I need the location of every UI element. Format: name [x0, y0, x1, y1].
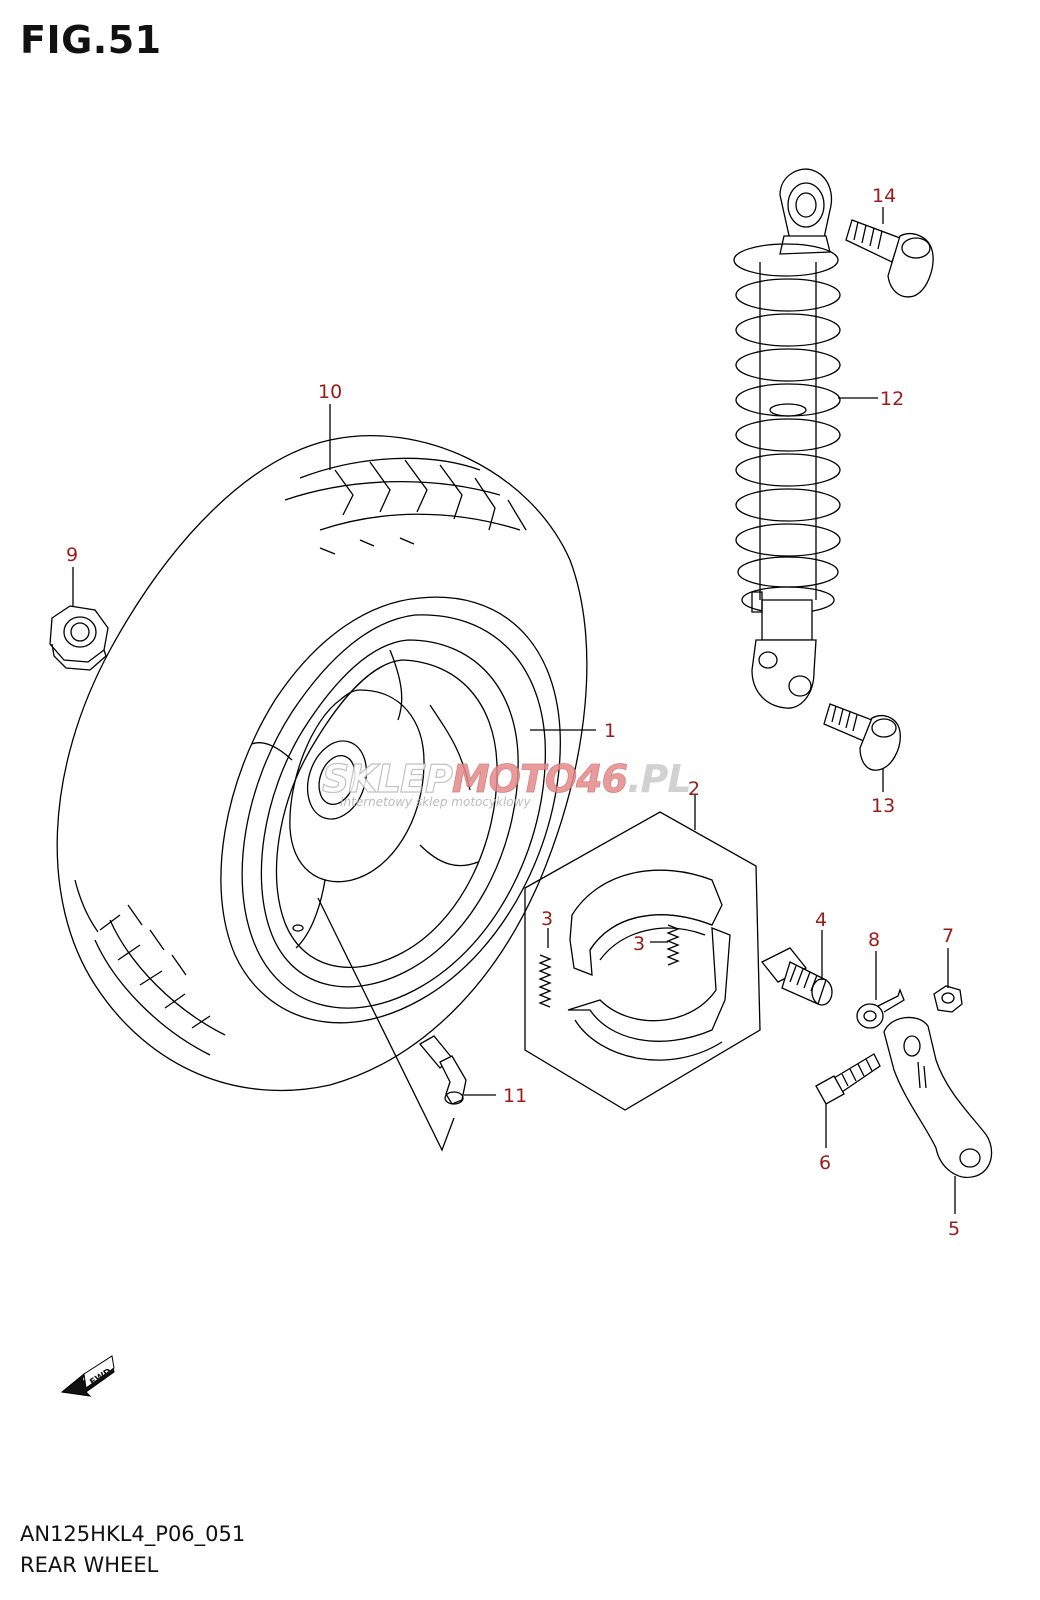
- hub-bore-outer: [306, 740, 368, 820]
- callout-11: 11: [503, 1085, 527, 1107]
- rear-shock-absorber: [733, 168, 878, 709]
- watermark-tagline: Internetowy sklep motocyklowy: [340, 795, 531, 809]
- callout-13: 13: [871, 795, 895, 817]
- hub-bore-inner: [318, 755, 356, 805]
- watermark-brand: SKLEPMOTO46.PL: [322, 757, 691, 801]
- brake-shoe-set: [524, 795, 761, 1111]
- leader-valve: [317, 897, 455, 1152]
- rim-lip: [241, 614, 546, 1009]
- callout-8: 8: [868, 929, 880, 951]
- callout-3b: 3: [633, 933, 645, 955]
- spoke: [419, 844, 479, 867]
- tire-tread-bottom: [74, 879, 226, 1056]
- callout-4: 4: [815, 909, 827, 931]
- spoke: [389, 649, 403, 721]
- cam-lever-nut: [933, 948, 963, 1013]
- axle-nut: [49, 567, 109, 671]
- callout-1: 1: [604, 720, 616, 742]
- parts-kit-outline: [524, 811, 761, 1111]
- spring-3a: [538, 954, 552, 1008]
- tire-outline: [56, 435, 588, 1092]
- callout-9: 9: [66, 544, 78, 566]
- tire-inner-edge: [220, 596, 561, 1024]
- wheel-hub-face: [289, 689, 425, 883]
- valve-hole: [292, 924, 304, 932]
- brake-cam-lever: [883, 1016, 993, 1214]
- callout-3a: 3: [541, 908, 553, 930]
- forward-direction-arrow: FWD: [60, 1355, 115, 1397]
- callout-7: 7: [942, 925, 954, 947]
- spoke: [295, 879, 326, 949]
- shop-watermark: SKLEPMOTO46.PL Internetowy sklep motocyk…: [321, 756, 691, 809]
- lower-shock-bolt: [823, 703, 901, 792]
- figure-name: REAR WHEEL: [20, 1553, 159, 1577]
- spring-3b: [666, 924, 680, 966]
- spring-coils: [733, 243, 841, 614]
- brake-cam-shaft: [760, 930, 833, 1006]
- figure-code: AN125HKL4_P06_051: [20, 1522, 246, 1546]
- wear-indicator-plate: [856, 951, 905, 1029]
- spoke: [429, 704, 471, 791]
- rim-ring-1: [260, 639, 519, 988]
- cam-lever-bolt: [815, 1053, 881, 1148]
- callout-10: 10: [318, 381, 342, 403]
- figure-title: FIG.51: [20, 18, 162, 62]
- upper-shock-bolt: [845, 207, 934, 298]
- callout-12: 12: [880, 388, 904, 410]
- callout-2: 2: [688, 778, 700, 800]
- tire-tread-top: [284, 457, 527, 555]
- callout-14: 14: [872, 185, 896, 207]
- callout-6: 6: [819, 1152, 831, 1174]
- spoke: [251, 742, 293, 761]
- rear-wheel-assembly: [56, 435, 588, 1152]
- rim-ring-2: [275, 659, 498, 968]
- callout-5: 5: [948, 1218, 960, 1240]
- tire-valve: [419, 1035, 496, 1105]
